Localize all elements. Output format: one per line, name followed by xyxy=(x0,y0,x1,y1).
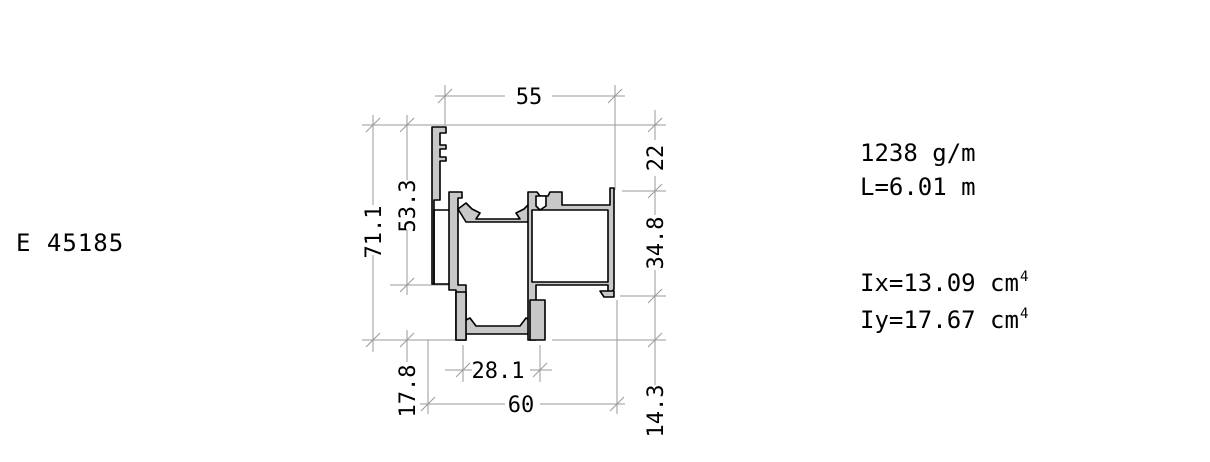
extension-lines xyxy=(362,85,666,414)
weight-per-meter: 1238 g/m xyxy=(860,139,976,167)
profile-lower-lip xyxy=(599,290,615,298)
profile-inner-chamber xyxy=(531,209,609,283)
dim-bottom-width: 60 xyxy=(508,393,535,418)
profile-bottom-right xyxy=(529,299,546,341)
iy-exponent: 4 xyxy=(1019,306,1029,322)
profile-code: E 45185 xyxy=(16,229,125,257)
iy-value: Iy=17.67 cm xyxy=(860,306,1019,334)
profile-upper-bridge xyxy=(457,202,537,223)
dimension-lines xyxy=(365,88,663,412)
dimension-labels: 55 60 28.1 71.1 53.3 17.8 22 34.8 14.3 xyxy=(362,85,669,437)
dim-left-total: 71.1 xyxy=(362,206,387,259)
profile-length: L=6.01 m xyxy=(860,173,976,201)
profile-bottom-left xyxy=(455,291,467,341)
profile-lower-bridge xyxy=(461,317,535,335)
moment-of-inertia-x: Ix=13.09 cm4 xyxy=(860,270,1028,295)
dim-right-top: 22 xyxy=(644,145,669,172)
dim-right-middle: 34.8 xyxy=(644,217,669,270)
dim-top-width: 55 xyxy=(516,85,543,110)
moment-of-inertia-y: Iy=17.67 cm4 xyxy=(860,307,1028,332)
ix-exponent: 4 xyxy=(1019,269,1029,285)
dim-left-lower: 17.8 xyxy=(396,365,421,418)
dim-right-bottom: 14.3 xyxy=(644,385,669,438)
ix-value: Ix=13.09 cm xyxy=(860,269,1019,297)
dim-inner-width: 28.1 xyxy=(472,359,525,384)
aluminium-profile xyxy=(431,126,615,341)
dim-left-upper: 53.3 xyxy=(396,180,421,233)
profile-glazing-notch xyxy=(535,195,547,211)
